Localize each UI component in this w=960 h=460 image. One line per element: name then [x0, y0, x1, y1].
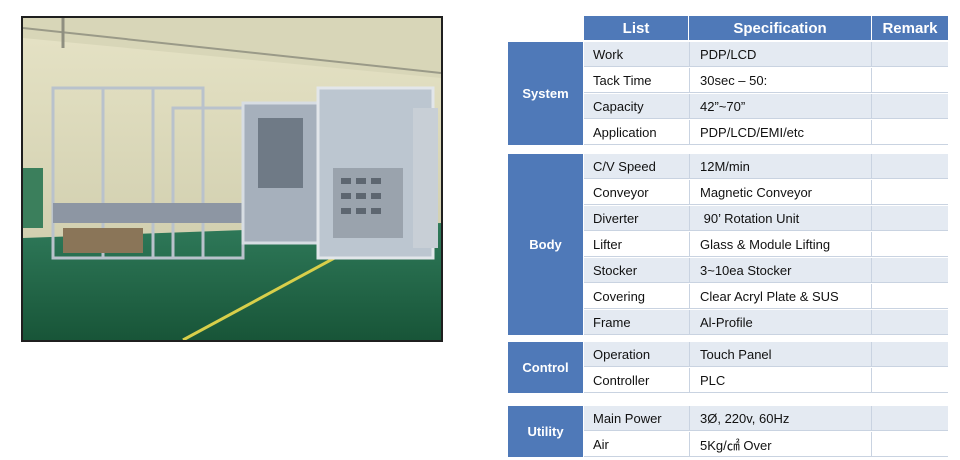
row-name: Stocker: [584, 258, 689, 283]
row-value: 30sec – 50:: [689, 68, 871, 93]
row-remark: [871, 180, 948, 205]
row-value: PDP/LCD: [689, 42, 871, 67]
row-remark: [871, 310, 948, 335]
row-remark: [871, 368, 948, 393]
row-remark: [871, 258, 948, 283]
row-value: Al-Profile: [689, 310, 871, 335]
row-name: Operation: [584, 342, 689, 367]
row-value: 42”~70”: [689, 94, 871, 119]
row-remark: [871, 284, 948, 309]
row-name: Covering: [584, 284, 689, 309]
header-specification: Specification: [689, 16, 871, 40]
row-value: 12M/min: [689, 154, 871, 179]
row-value: 5Kg/㎠ Over: [689, 432, 871, 457]
row-name: Conveyor: [584, 180, 689, 205]
row-name: Main Power: [584, 406, 689, 431]
row-remark: [871, 154, 948, 179]
row-value: Clear Acryl Plate & SUS: [689, 284, 871, 309]
row-value: 3Ø, 220v, 60Hz: [689, 406, 871, 431]
equipment-photo: [21, 16, 443, 342]
row-name: Tack Time: [584, 68, 689, 93]
row-remark: [871, 42, 948, 67]
group-label: Utility: [508, 406, 583, 457]
header-remark: Remark: [872, 16, 948, 40]
row-name: C/V Speed: [584, 154, 689, 179]
row-remark: [871, 206, 948, 231]
row-remark: [871, 406, 948, 431]
row-remark: [871, 94, 948, 119]
row-name: Air: [584, 432, 689, 457]
row-name: Capacity: [584, 94, 689, 119]
table-row: Diverter 90’ Rotation Unit: [584, 206, 948, 232]
row-remark: [871, 120, 948, 145]
group-label: System: [508, 42, 583, 145]
row-name: Work: [584, 42, 689, 67]
row-value: PLC: [689, 368, 871, 393]
row-value: Touch Panel: [689, 342, 871, 367]
row-remark: [871, 68, 948, 93]
row-name: Frame: [584, 310, 689, 335]
row-remark: [871, 232, 948, 257]
row-remark: [871, 432, 948, 457]
row-name: Controller: [584, 368, 689, 393]
row-name: Diverter: [584, 206, 689, 231]
row-value: Magnetic Conveyor: [689, 180, 871, 205]
row-name: Application: [584, 120, 689, 145]
row-remark: [871, 342, 948, 367]
group-label: Control: [508, 342, 583, 393]
row-value: 3~10ea Stocker: [689, 258, 871, 283]
header-list: List: [584, 16, 688, 40]
row-value: 90’ Rotation Unit: [689, 206, 871, 231]
group-label: Body: [508, 154, 583, 335]
row-value: PDP/LCD/EMI/etc: [689, 120, 871, 145]
equipment-photo-illustration: [23, 18, 441, 340]
row-name: Lifter: [584, 232, 689, 257]
row-value: Glass & Module Lifting: [689, 232, 871, 257]
